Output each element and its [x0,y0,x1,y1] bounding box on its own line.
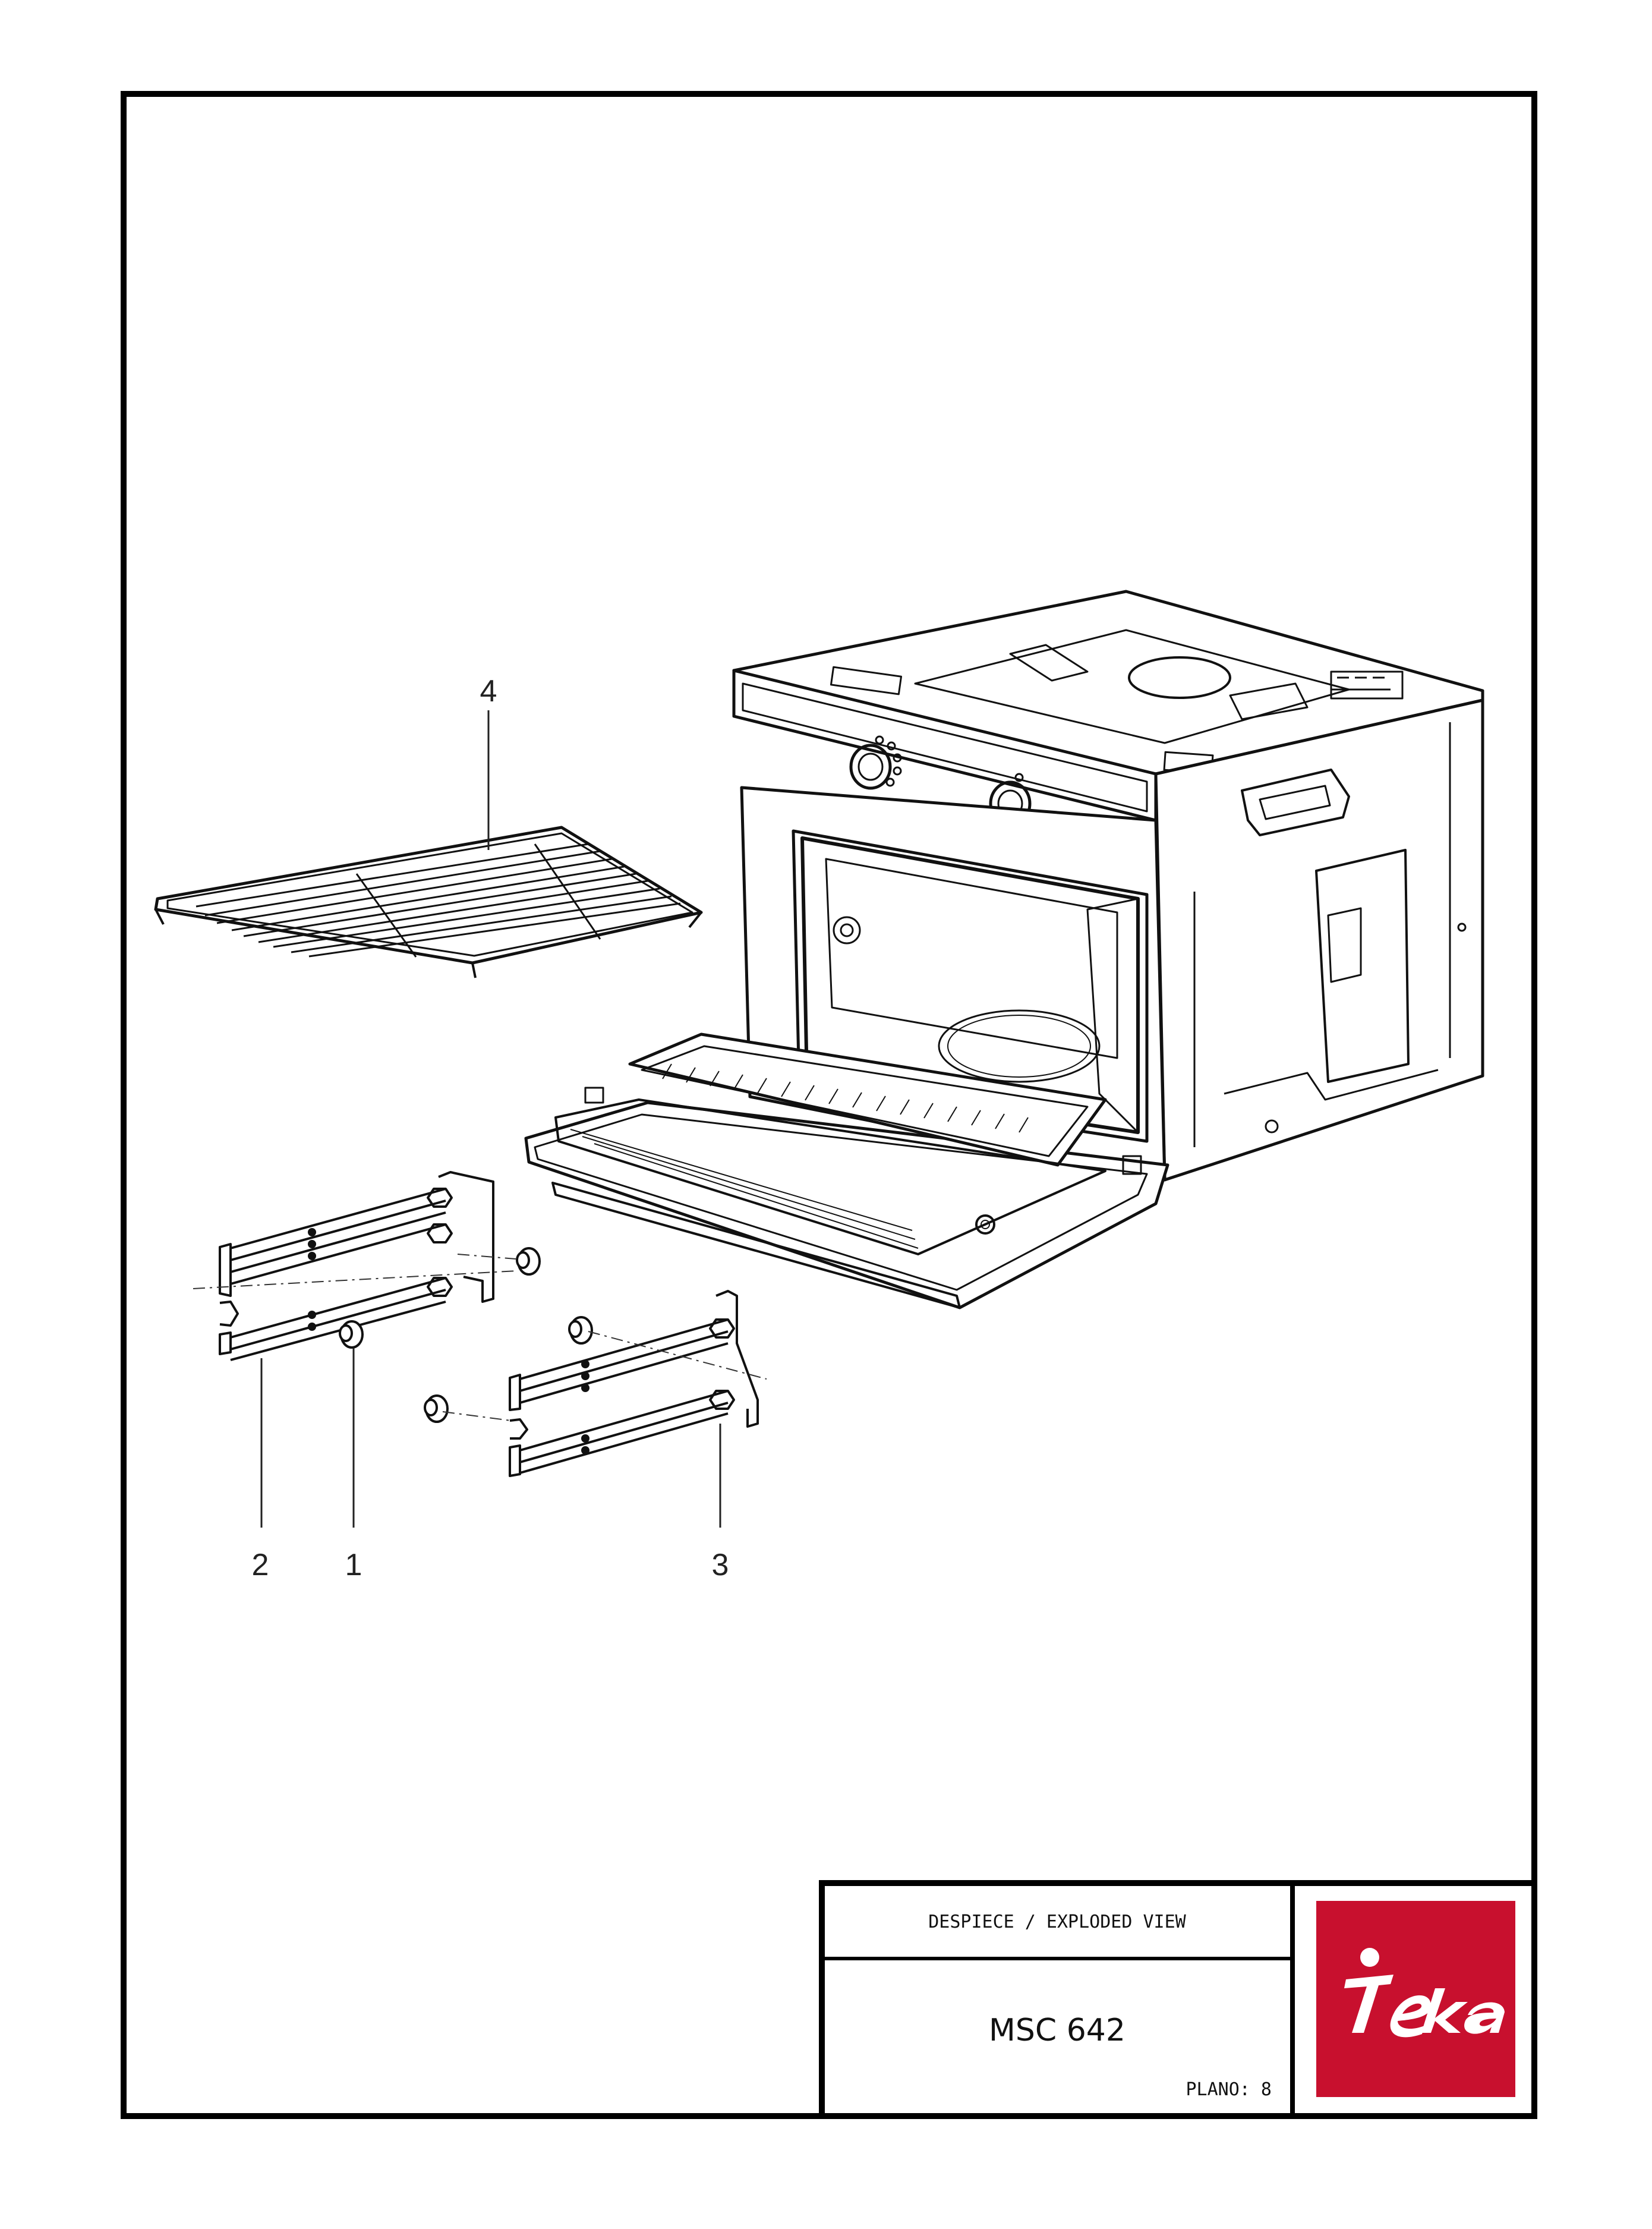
title-block-plano: PLANO: 8 [1186,2079,1272,2100]
teka-logo-text: Teka [1415,2080,1417,2081]
callout-1: 1 [345,1548,362,1582]
axis-line-left-upper [457,1254,516,1260]
callout-3: 3 [712,1548,729,1582]
callout-2: 2 [252,1548,269,1582]
title-block [819,1880,1537,2119]
callout-4: 4 [480,674,497,709]
title-block-model: MSC 642 [989,2013,1125,2048]
teka-logo: Teka [1316,1901,1515,2097]
leader-lines [260,710,721,1528]
side-rack-left-part-2 [219,1171,494,1361]
side-rack-right-part-3 [509,1290,759,1477]
oven-illustration [524,590,1484,1309]
wire-shelf-part-4 [154,826,703,978]
axis-line-right-lower [442,1411,512,1421]
axis-line-right [588,1331,767,1380]
axis-line-left [193,1270,518,1289]
rack-clips-part-1 [339,1247,593,1423]
title-block-header: DESPIECE / EXPLODED VIEW [928,1912,1186,1932]
